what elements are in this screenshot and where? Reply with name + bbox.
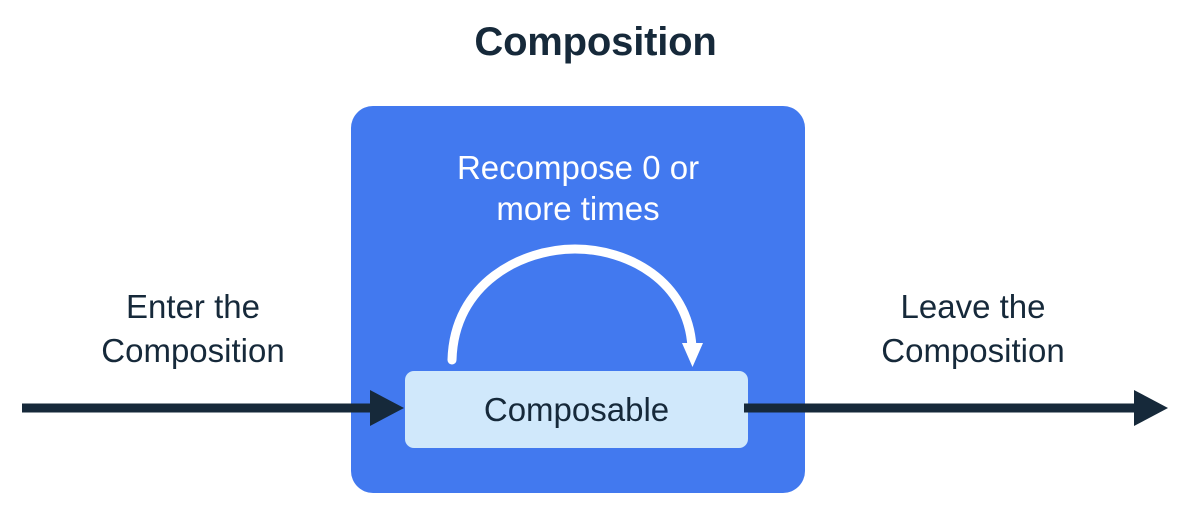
composable-box: Composable bbox=[405, 371, 748, 448]
page-title: Composition bbox=[474, 20, 717, 64]
leave-composition-label-line-2: Composition bbox=[881, 332, 1065, 369]
enter-composition-label-line-2: Composition bbox=[101, 332, 285, 369]
recompose-caption-line-1: Recompose 0 or bbox=[456, 149, 700, 186]
enter-composition-label: Enter the Composition bbox=[38, 285, 348, 373]
enter-composition-arrow-icon bbox=[22, 390, 404, 426]
leave-composition-arrow-icon bbox=[744, 390, 1168, 426]
composable-label: Composable bbox=[483, 390, 670, 428]
enter-composition-label-line-1: Enter the bbox=[126, 288, 260, 325]
leave-composition-label-line-1: Leave the bbox=[900, 288, 1046, 325]
recompose-caption: Recompose 0 or more times bbox=[351, 147, 805, 229]
curved-loop-arrow-icon bbox=[447, 244, 703, 367]
leave-composition-label: Leave the Composition bbox=[818, 285, 1128, 373]
recompose-caption-line-2: more times bbox=[496, 190, 660, 227]
